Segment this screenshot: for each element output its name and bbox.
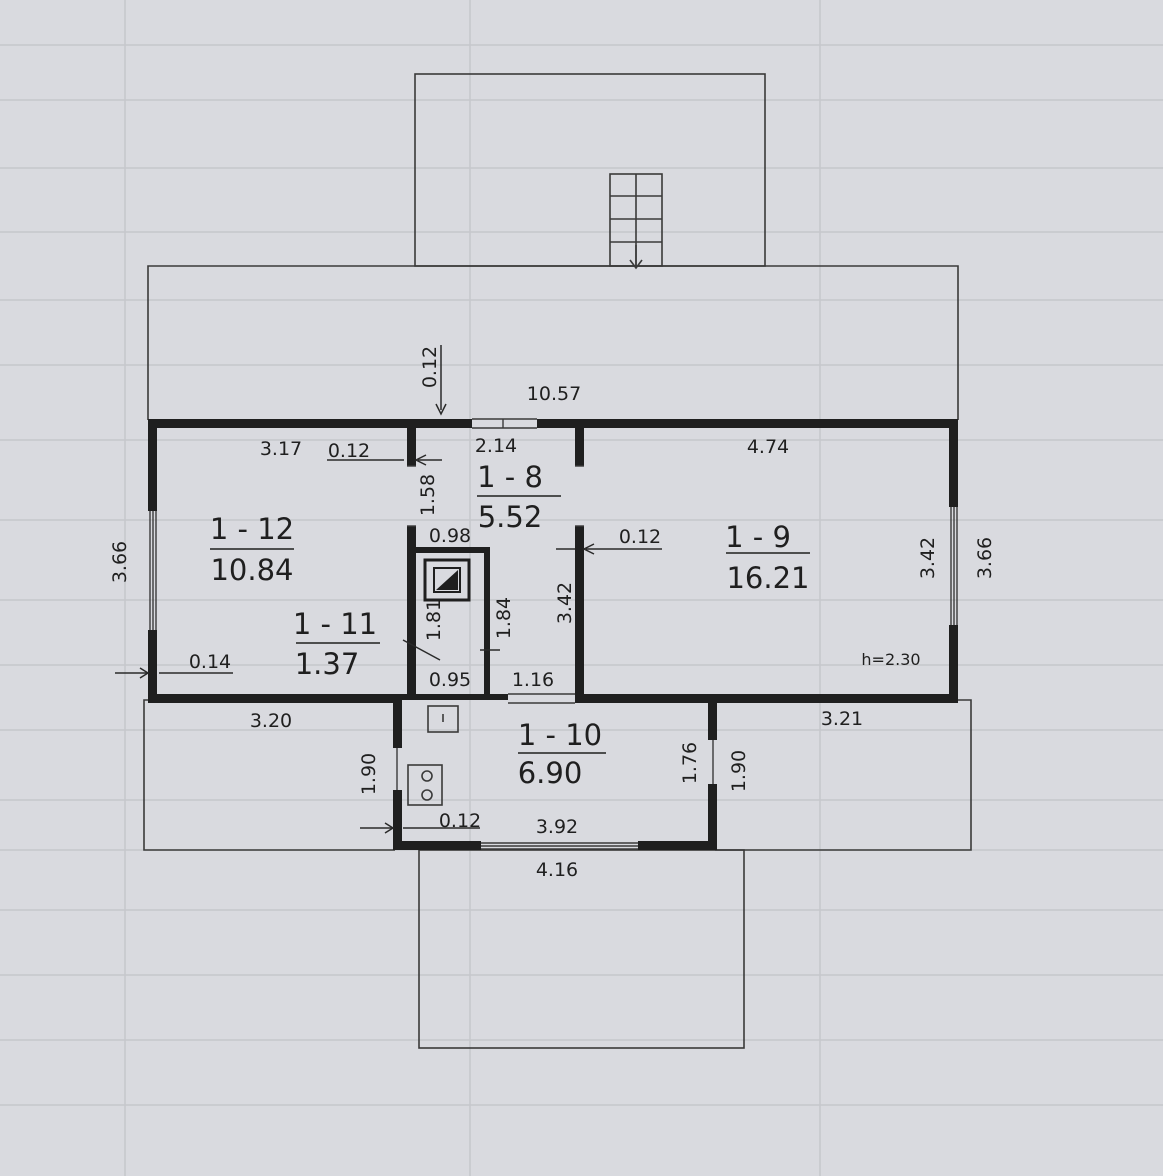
dim-r11-height-a: 1.81 bbox=[423, 599, 445, 641]
room-8-area: 5.52 bbox=[478, 500, 543, 534]
dim-r12-wall: 0.12 bbox=[328, 440, 370, 462]
dim-r12-height: 3.66 bbox=[109, 541, 131, 583]
dim-r9-outer-height: 3.66 bbox=[974, 537, 996, 579]
room-fraction-lines bbox=[210, 495, 810, 754]
dim-r10-opening: 1.16 bbox=[512, 669, 554, 691]
dim-hall-height: 3.42 bbox=[554, 582, 576, 624]
dim-r11-height-b: 1.84 bbox=[493, 597, 515, 639]
dim-r10-width: 3.92 bbox=[536, 816, 578, 838]
dim-r11-width: 0.95 bbox=[429, 669, 471, 691]
room-11-area: 1.37 bbox=[295, 647, 360, 681]
dim-r9-wall: 0.12 bbox=[619, 526, 661, 548]
room-12-area: 10.84 bbox=[210, 553, 293, 587]
ceiling-height: h=2.30 bbox=[861, 650, 920, 669]
dim-r10-wall: 0.12 bbox=[439, 810, 481, 832]
dim-right-strip-width: 3.21 bbox=[821, 708, 863, 730]
staircase bbox=[609, 173, 663, 270]
cooker-icon bbox=[407, 764, 443, 806]
windows bbox=[149, 507, 958, 850]
walls bbox=[148, 419, 958, 850]
dim-r10-outer-width: 4.16 bbox=[536, 859, 578, 881]
room-10-area: 6.90 bbox=[518, 756, 583, 790]
dim-r8-lower: 0.98 bbox=[429, 525, 471, 547]
dim-r12-outer-wall: 0.14 bbox=[189, 651, 231, 673]
dim-r10-side-right: 1.90 bbox=[728, 750, 750, 792]
dim-r8-depth: 1.58 bbox=[417, 474, 439, 516]
room-9-area: 16.21 bbox=[726, 561, 809, 595]
dim-left-strip-width: 3.20 bbox=[250, 710, 292, 732]
room-8-id: 1 - 8 bbox=[477, 460, 543, 494]
dim-overall-width: 10.57 bbox=[527, 383, 581, 405]
dim-r9-width: 4.74 bbox=[747, 436, 789, 458]
dim-r9-height: 3.42 bbox=[917, 537, 939, 579]
dimension-lines bbox=[115, 345, 662, 834]
door-openings bbox=[396, 418, 714, 790]
room-11-id: 1 - 11 bbox=[293, 607, 377, 641]
sink-icon bbox=[427, 705, 459, 733]
stove-icon bbox=[423, 558, 471, 602]
dim-r8-width: 2.14 bbox=[475, 435, 517, 457]
dim-r12-width: 3.17 bbox=[260, 438, 302, 460]
room-9-id: 1 - 9 bbox=[725, 520, 791, 554]
dim-r10-height: 1.76 bbox=[679, 742, 701, 784]
room-10-id: 1 - 10 bbox=[518, 718, 602, 752]
dim-top-wall: 0.12 bbox=[419, 346, 441, 388]
dim-r10-side-left: 1.90 bbox=[358, 753, 380, 795]
room-12-id: 1 - 12 bbox=[210, 512, 294, 546]
outer-outlines bbox=[143, 73, 972, 1049]
